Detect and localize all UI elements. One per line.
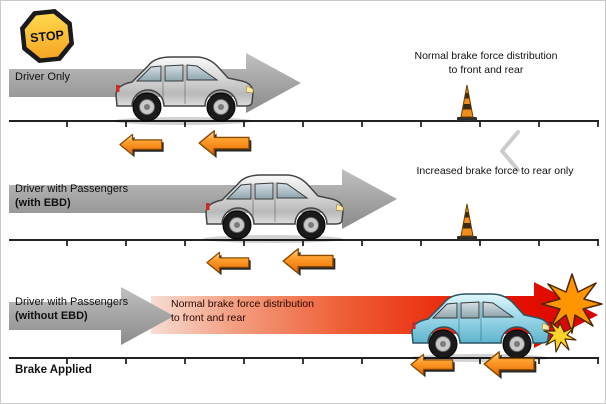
annotation-normal-distribution-1: Normal brake force distribution to front… [414,50,558,77]
road-line-3 [9,357,599,359]
brake-force-arrow-front-2 [206,251,251,276]
chevron-left-icon [500,130,520,172]
row-label-text: Driver with Passengers [15,183,129,195]
annotation-normal-distribution-2: Normal brake force distribution to front… [171,298,314,325]
row-label-text: Driver with Passengers [15,296,129,308]
row-label-bold-text: (without EBD) [15,309,88,322]
row-label-text: Driver Only [15,71,71,83]
traffic-cone-icon [457,84,477,121]
car-silver-driver-only [113,56,254,125]
row-label-driver-only: Driver Only [15,71,115,85]
momentum-arrow-without-ebd [9,287,174,345]
road-ticks-1 [66,122,599,127]
row-label-with-ebd: Driver with Passengers (with EBD) [15,183,145,211]
row-label-without-ebd: Driver with Passengers (without EBD) [15,296,145,324]
row-label-bold-text: (with EBD) [15,196,71,209]
momentum-arrow-with-ebd [9,169,397,229]
crash-burst-icon [541,273,603,353]
brake-force-arrow-rear-2 [282,248,336,277]
traffic-cone-icon [457,203,477,240]
car-silver-with-ebd [203,174,344,243]
brake-applied-label: Brake Applied [15,364,92,376]
brake-force-arrow-front-1 [119,133,164,158]
annotation-increased-rear: Increased brake force to rear only [416,165,574,177]
road-ticks-3 [66,359,599,364]
stop-sign-icon: STOP [19,8,75,64]
road-line-2 [9,239,599,241]
road-line-1 [9,120,599,122]
road-ticks-2 [66,241,599,246]
brake-force-arrow-rear-3 [483,351,537,380]
stop-sign-label: STOP [30,28,65,45]
brake-force-arrow-front-3 [410,353,455,378]
brake-force-arrow-rear-1 [198,130,252,159]
